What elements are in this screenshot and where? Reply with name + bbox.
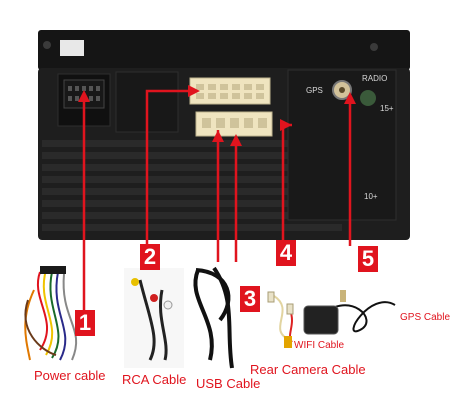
rca-cable-label: RCA Cable bbox=[122, 372, 187, 387]
usb-cable-illustration bbox=[193, 266, 234, 369]
power-cable-illustration bbox=[24, 266, 78, 361]
callout-number-5: 5 bbox=[358, 246, 378, 272]
callout-number-4: 4 bbox=[276, 240, 296, 266]
gps-panel-label: GPS bbox=[306, 86, 323, 95]
rear-camera-cable-label: Rear Camera Cable bbox=[250, 362, 366, 377]
ten-panel-label: 10+ bbox=[364, 192, 378, 201]
rca-cable-illustration bbox=[124, 268, 184, 368]
callout-number-2: 2 bbox=[140, 244, 160, 270]
rear-camera-cable-illustration bbox=[267, 291, 294, 348]
gps-cable-label: GPS Cable bbox=[400, 312, 451, 323]
wifi-cable-label: WIFI Cable bbox=[294, 340, 345, 351]
plus-panel-label: 15+ bbox=[380, 104, 394, 113]
usb-cable-label: USB Cable bbox=[196, 376, 261, 391]
arrow-heads bbox=[78, 85, 356, 146]
head-unit bbox=[38, 30, 410, 240]
power-cable-label: Power cable bbox=[34, 368, 106, 383]
callout-arrows bbox=[82, 89, 352, 312]
radio-panel-label: RADIO bbox=[362, 74, 388, 83]
callout-number-1: 1 bbox=[75, 310, 95, 336]
callout-number-3: 3 bbox=[240, 286, 260, 312]
gps-antenna-illustration bbox=[303, 290, 396, 335]
